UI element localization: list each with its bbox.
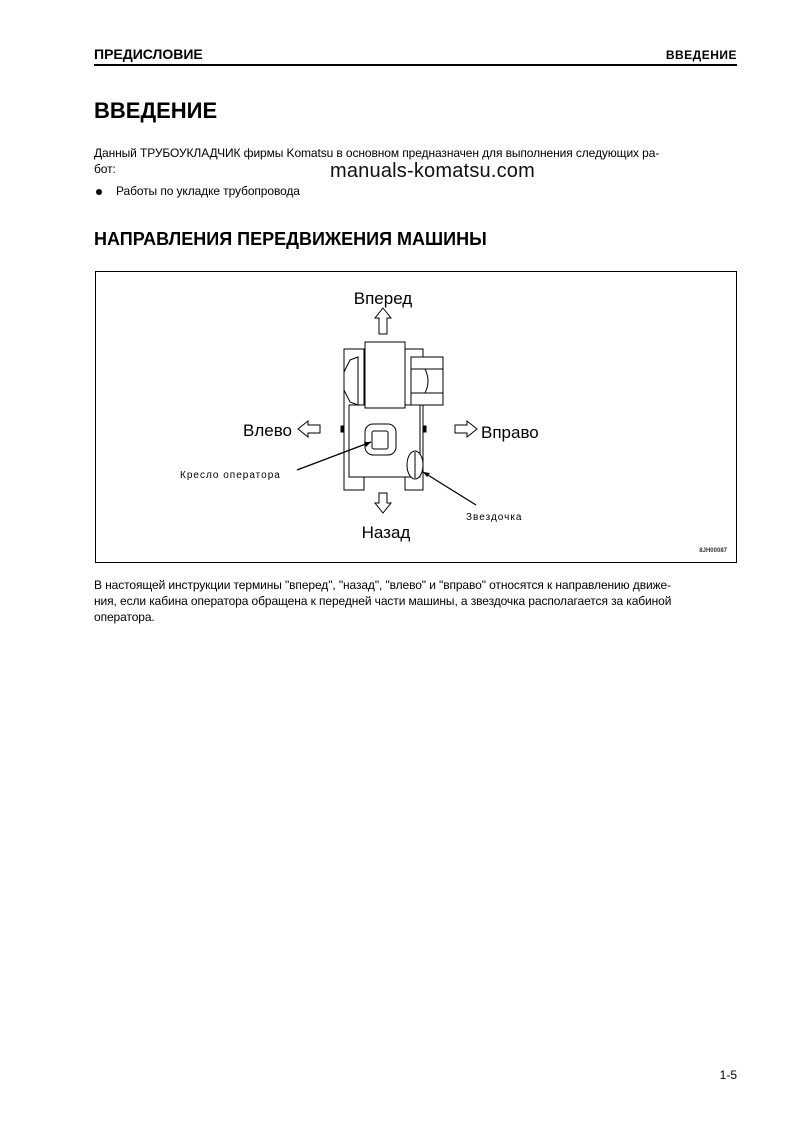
label-seat: Кресло оператора [180, 470, 281, 481]
header-divider [94, 64, 737, 66]
page-number: 1-5 [719, 1068, 737, 1082]
intro-line: бот: [94, 162, 116, 176]
caption-line: ния, если кабина оператора обращена к пе… [94, 594, 672, 608]
intro-paragraph: Данный ТРУБОУКЛАДЧИК фирмы Komatsu в осн… [94, 145, 739, 177]
watermark: manuals-komatsu.com [330, 160, 535, 182]
bullet-list: Работы по укладке трубопровода [94, 183, 300, 199]
label-sprocket: Звездочка [466, 512, 523, 523]
arrow-up-icon [373, 307, 393, 335]
figure-id: 8JH00087 [699, 548, 727, 554]
side-cab [410, 356, 444, 406]
counterweight [343, 356, 359, 406]
sprocket-leader-line [422, 471, 477, 506]
arrow-down-icon [373, 492, 393, 514]
boom-mount [364, 341, 406, 409]
arrow-left-icon [297, 419, 321, 439]
caption-line: В настоящей инструкции термины "вперед",… [94, 578, 671, 592]
page-title: ВВЕДЕНИЕ [94, 98, 218, 123]
arrow-right-icon [454, 419, 478, 439]
list-item: Работы по укладке трубопровода [116, 184, 300, 198]
header-chapter-title: ВВЕДЕНИЕ [665, 48, 737, 62]
direction-figure: Вперед Назад Влево Вправо Кресло операто… [95, 271, 737, 563]
label-left: Влево [243, 421, 292, 440]
machine-diagram: Вперед Назад Влево Вправо Кресло операто… [180, 289, 728, 554]
bullet-icon [96, 188, 102, 195]
seat-leader-line [296, 441, 372, 471]
caption-line: оператора. [94, 610, 155, 624]
intro-line: Данный ТРУБОУКЛАДЧИК фирмы Komatsu в осн… [94, 146, 660, 160]
label-forward: Вперед [354, 289, 413, 308]
section-title: НАПРАВЛЕНИЯ ПЕРЕДВИЖЕНИЯ МАШИНЫ [94, 229, 487, 249]
header-section-title: ПРЕДИСЛОВИЕ [94, 46, 203, 62]
label-right: Вправо [481, 423, 539, 442]
label-back: Назад [362, 523, 411, 542]
caption-paragraph: В настоящей инструкции термины "вперед",… [94, 577, 739, 625]
